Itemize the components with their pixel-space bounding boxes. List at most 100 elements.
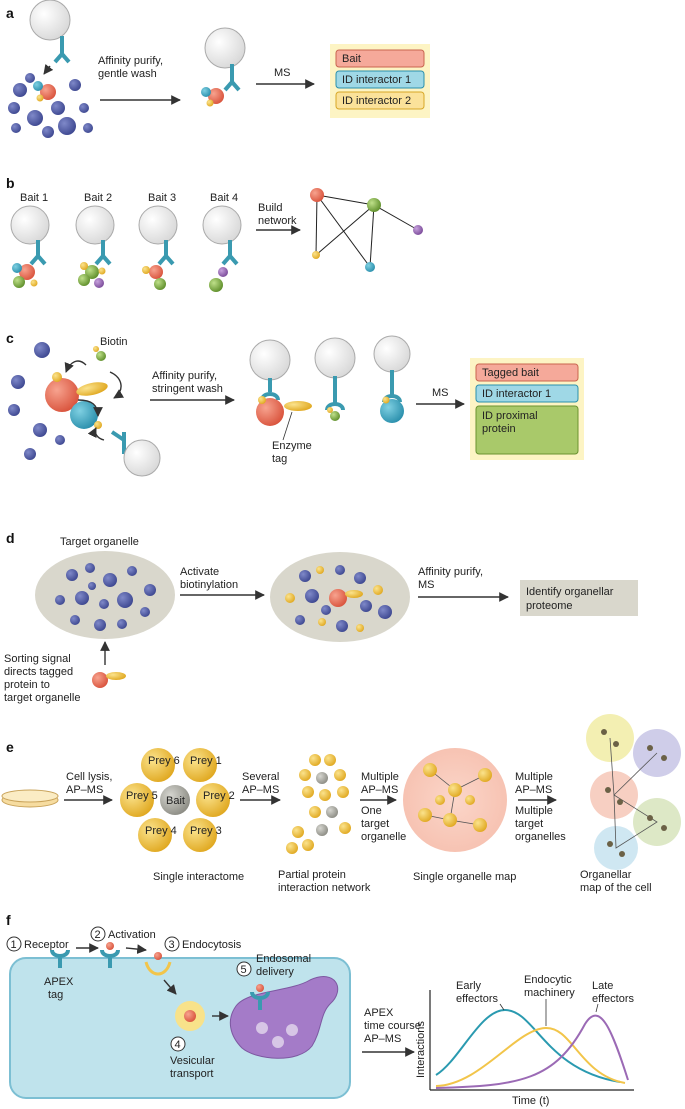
bait-3-complex <box>138 205 178 290</box>
svg-text:protein: protein <box>482 423 516 435</box>
legend-interactor-1 <box>335 70 425 89</box>
svg-text:Receptor: Receptor <box>24 939 69 951</box>
svg-text:Endocytosis: Endocytosis <box>182 939 242 951</box>
endocytic-machinery-label: Endocytic <box>524 974 572 986</box>
step-affinity-stringent: Affinity purify, <box>152 370 217 382</box>
antibody <box>53 36 71 64</box>
svg-text:AP–MS: AP–MS <box>515 784 552 796</box>
svg-text:network: network <box>258 215 297 227</box>
step-2: 2 Activation <box>90 926 156 942</box>
receptor-icon <box>50 949 70 968</box>
svg-text:Vesicular: Vesicular <box>170 1055 215 1067</box>
legend-interactor-1-c <box>475 384 579 403</box>
svg-text:2: 2 <box>95 929 101 941</box>
prey-6: Prey 6 <box>148 755 180 767</box>
organellar-cell-map <box>586 714 681 870</box>
panel-f: f 1 Receptor APEX tag 2 Activation 3 End… <box>6 912 634 1107</box>
late-effectors-curve <box>435 1014 629 1089</box>
panel-c-label: c <box>6 330 14 346</box>
panel-f-label: f <box>6 912 11 928</box>
svg-text:transport: transport <box>170 1068 213 1080</box>
panel-d-label: d <box>6 530 15 546</box>
tagged-protein <box>92 672 108 688</box>
step-several-apms: Several <box>242 771 279 783</box>
step-ms: MS <box>274 67 291 79</box>
late-effectors-label: Late <box>592 980 613 992</box>
svg-text:Bait: Bait <box>166 795 185 807</box>
partial-network-diagram <box>286 754 351 854</box>
svg-text:target: target <box>515 818 543 830</box>
bait-1-complex <box>10 205 50 288</box>
panel-e: e Cell lysis, AP–MS Bait Prey 1 Prey 2 P… <box>1 714 681 894</box>
legend-interactor-2 <box>335 91 425 110</box>
svg-text:effectors: effectors <box>456 993 498 1005</box>
apex-timecourse-label: APEX <box>364 1007 394 1019</box>
svg-text:target organelle: target organelle <box>4 692 80 704</box>
svg-text:AP–MS: AP–MS <box>364 1033 401 1045</box>
svg-text:stringent wash: stringent wash <box>152 383 223 395</box>
legend-proximal-protein <box>475 405 579 455</box>
svg-text:Identify organellar: Identify organellar <box>526 586 614 598</box>
bead <box>204 27 246 69</box>
svg-text:3: 3 <box>169 939 175 951</box>
svg-text:AP–MS: AP–MS <box>242 784 279 796</box>
svg-text:organelle: organelle <box>361 831 406 843</box>
timecourse-chart: Interactions Time (t) Early effectors En… <box>415 974 634 1107</box>
panel-a: a Affinity purify, gentle wash MS Bait I… <box>6 0 430 138</box>
prey-4: Prey 4 <box>145 825 177 837</box>
svg-text:AP–MS: AP–MS <box>361 784 398 796</box>
svg-text:1: 1 <box>11 939 17 951</box>
step-3: 3 Endocytosis <box>164 936 242 952</box>
enzyme-tag-label: Enzyme <box>272 440 312 452</box>
x-axis-label: Time (t) <box>512 1095 549 1107</box>
svg-text:One: One <box>361 805 382 817</box>
bait-node <box>160 785 190 815</box>
biotin-molecule <box>96 351 106 361</box>
endocytic-machinery-curve <box>435 1026 626 1087</box>
svg-text:ID interactor 2: ID interactor 2 <box>342 95 411 107</box>
step-5: 5 Endosomal delivery <box>236 953 311 978</box>
svg-text:tag: tag <box>272 453 287 465</box>
svg-text:tag: tag <box>48 989 63 1001</box>
caption-organellar-map: Organellar <box>580 869 632 881</box>
svg-text:MS: MS <box>418 579 435 591</box>
step-multiple-apms-one: Multiple <box>361 771 399 783</box>
bead <box>29 0 71 41</box>
svg-text:biotinylation: biotinylation <box>180 579 238 591</box>
prey-2: Prey 2 <box>203 790 235 802</box>
step-affinity-ms: Affinity purify, <box>418 566 483 578</box>
legend-tagged-bait <box>475 363 579 382</box>
caption-partial-network: Partial protein <box>278 869 346 881</box>
svg-text:machinery: machinery <box>524 987 575 999</box>
apex-tag-label: APEX <box>44 976 74 988</box>
svg-text:organelles: organelles <box>515 831 566 843</box>
panel-b: b Bait 1 Bait 2 Bait 3 Bait 4 Build netw… <box>6 175 423 292</box>
svg-text:Tagged bait: Tagged bait <box>482 367 539 379</box>
svg-text:proteome: proteome <box>526 600 572 612</box>
svg-text:Activation: Activation <box>108 929 156 941</box>
svg-text:protein to: protein to <box>4 679 50 691</box>
svg-text:AP–MS: AP–MS <box>66 784 103 796</box>
step-4: 4 Vesicular transport <box>170 1036 215 1080</box>
step-affinity-gentle: Affinity purify, <box>98 55 163 67</box>
bait-4-label: Bait 4 <box>210 192 238 204</box>
svg-text:Multiple: Multiple <box>515 805 553 817</box>
svg-text:ID interactor 1: ID interactor 1 <box>482 388 551 400</box>
svg-text:interaction network: interaction network <box>278 882 371 894</box>
panel-e-label: e <box>6 739 14 755</box>
svg-text:5: 5 <box>241 964 247 976</box>
target-organelle-label: Target organelle <box>60 536 139 548</box>
early-effectors-label: Early <box>456 980 482 992</box>
svg-text:ID proximal: ID proximal <box>482 410 538 422</box>
prey-1: Prey 1 <box>190 755 222 767</box>
enzyme-tag <box>76 382 108 396</box>
svg-text:effectors: effectors <box>592 993 634 1005</box>
panel-c: c Biotin Affinity purify, stringent wash <box>6 330 584 477</box>
svg-text:ID interactor 1: ID interactor 1 <box>342 74 411 86</box>
svg-text:time course: time course <box>364 1020 421 1032</box>
network-graph <box>310 188 423 272</box>
panel-a-label: a <box>6 5 14 21</box>
step-cell-lysis: Cell lysis, <box>66 771 112 783</box>
bait-4-complex <box>202 205 242 292</box>
y-axis-label: Interactions <box>415 1021 427 1078</box>
